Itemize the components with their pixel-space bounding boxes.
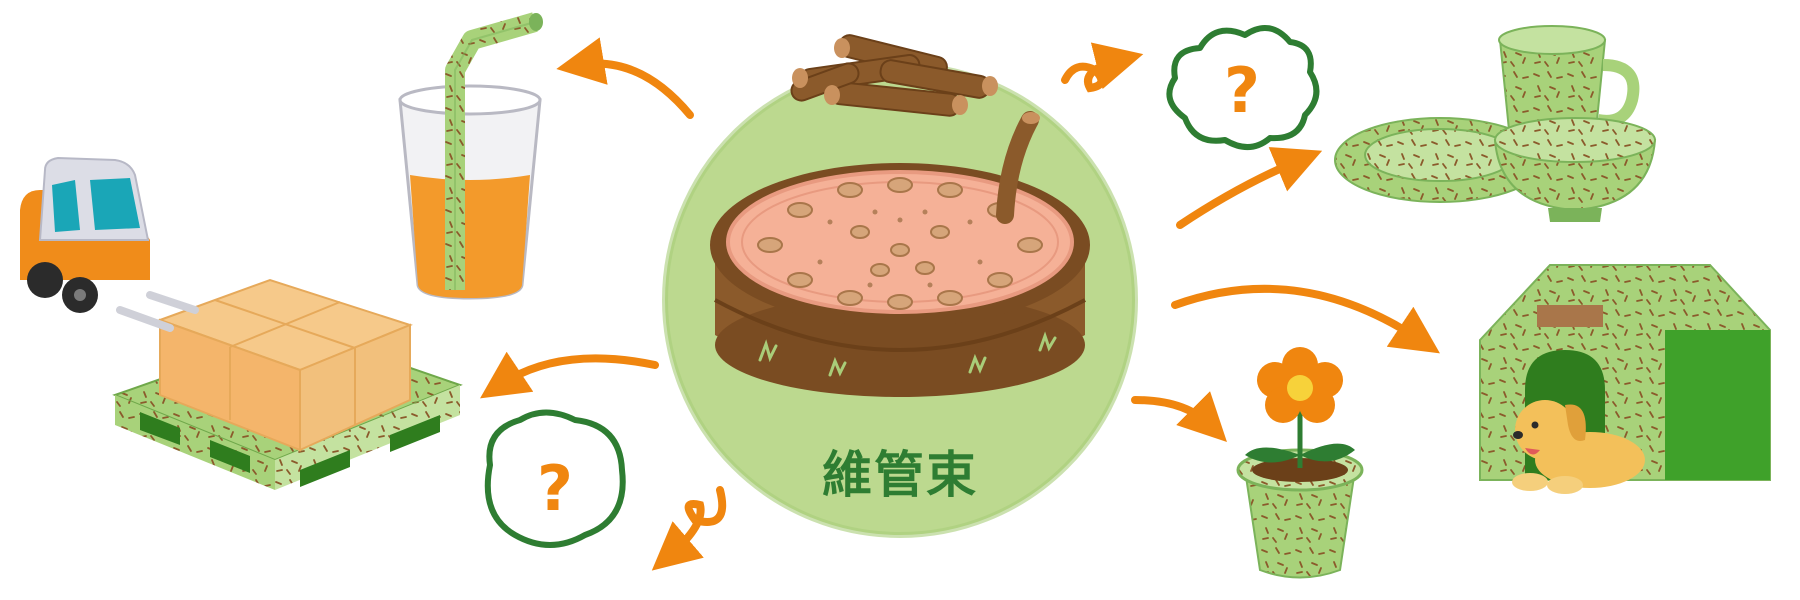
flower-pot-icon <box>1236 347 1364 579</box>
arrow-to-unknown-top <box>1061 42 1144 93</box>
dog-house-icon <box>1479 264 1771 494</box>
unknown-use-cloud-top: ? <box>1166 25 1320 150</box>
unknown-use-bubble-bottom: ? <box>484 409 626 548</box>
question-mark-icon: ? <box>537 452 573 525</box>
forklift-icon <box>20 156 199 332</box>
arrow-to-tableware <box>1176 147 1323 229</box>
tree-stump <box>710 111 1090 397</box>
pallet-with-boxes-icon <box>112 278 463 490</box>
arrow-to-doghouse <box>1171 284 1440 354</box>
tableware-icon <box>1334 25 1657 222</box>
logs-icon <box>790 34 998 117</box>
dog-icon <box>1512 400 1645 494</box>
arrow-to-pallet <box>480 351 659 399</box>
arrow-to-straw <box>556 37 694 119</box>
question-mark-icon: ? <box>1224 54 1260 127</box>
center-label: 維管束 <box>822 446 978 504</box>
drinking-straw-icon <box>398 12 543 300</box>
arrow-to-flowerpot <box>1131 391 1227 442</box>
arrow-to-unknown-bottom <box>651 486 727 571</box>
